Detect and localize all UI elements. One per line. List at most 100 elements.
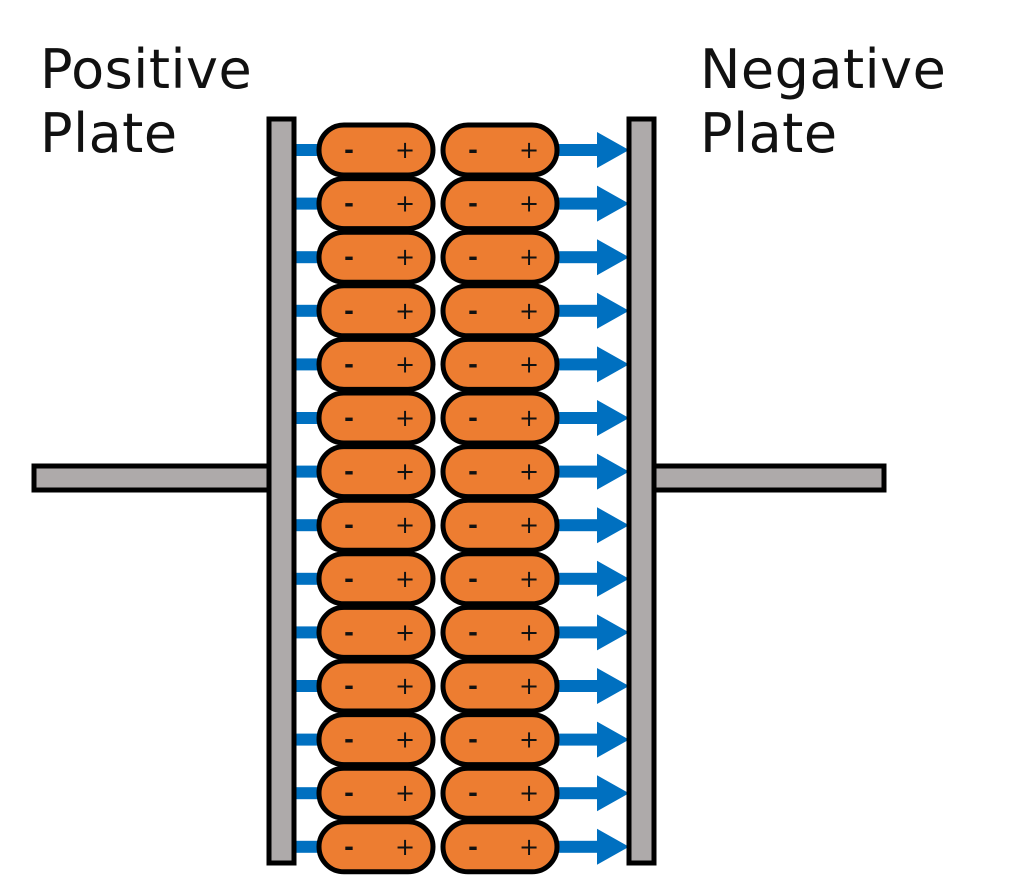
dipole: -+	[316, 444, 436, 500]
field-arrow-icon	[597, 560, 629, 597]
field-arrow-icon	[597, 132, 629, 168]
dipole-body	[316, 336, 436, 392]
field-arrow-shaft	[550, 680, 600, 692]
dipole-body	[316, 819, 436, 875]
field-arrow-shaft	[550, 519, 600, 532]
dipole: -+	[316, 551, 436, 607]
negative-sign: -	[344, 458, 354, 486]
field-arrow-shaft	[550, 144, 600, 156]
dipole: -+	[440, 765, 560, 821]
positive-sign: +	[395, 190, 415, 218]
dipole-body	[440, 444, 560, 500]
dipole: -+	[316, 176, 436, 232]
positive-sign: +	[395, 833, 415, 861]
dipole: -+	[316, 497, 436, 553]
positive-sign: +	[519, 458, 539, 486]
dipole: -+	[316, 122, 436, 178]
dipole: -+	[440, 336, 560, 392]
dipole-body	[440, 658, 560, 714]
field-arrow-shaft	[550, 572, 600, 585]
dipole: -+	[440, 283, 560, 339]
dipole: -+	[440, 390, 560, 446]
positive-sign: +	[395, 136, 415, 164]
field-arrow-shaft	[550, 358, 600, 371]
field-line-left	[294, 465, 324, 478]
negative-plate-label-line1: Negative	[700, 38, 947, 101]
dipole-body	[440, 604, 560, 660]
field-arrow-shaft	[550, 197, 600, 210]
negative-sign: -	[468, 833, 478, 861]
negative-sign: -	[468, 243, 478, 271]
dipole: -+	[440, 819, 560, 875]
positive-sign: +	[519, 833, 539, 861]
positive-sign: +	[395, 618, 415, 646]
field-line-left	[294, 840, 324, 853]
dipole-body	[440, 122, 560, 178]
positive-plate-label-line2: Plate	[40, 102, 178, 165]
field-line-left	[294, 519, 324, 532]
field-arrow-shaft	[550, 465, 600, 478]
dipole-body	[316, 390, 436, 446]
dipole-body	[316, 229, 436, 285]
dipole-body	[316, 497, 436, 553]
negative-sign: -	[344, 565, 354, 593]
dipole: -+	[316, 712, 436, 768]
field-arrow-shaft	[550, 733, 600, 746]
negative-plate	[626, 116, 657, 866]
negative-sign: -	[468, 190, 478, 218]
dipole: -+	[440, 604, 560, 660]
dipole-body	[316, 122, 436, 178]
left-lead-wire	[31, 463, 273, 493]
dipole: -+	[316, 765, 436, 821]
dipole: -+	[316, 604, 436, 660]
dipole-body	[316, 604, 436, 660]
right-lead-wire	[649, 463, 887, 493]
field-arrow-icon	[597, 239, 629, 276]
positive-sign: +	[519, 511, 539, 539]
negative-plate-label-line2: Plate	[700, 102, 838, 165]
negative-sign: -	[468, 726, 478, 754]
field-arrow-icon	[597, 828, 629, 865]
field-line-left	[294, 304, 324, 317]
dipole-body	[316, 283, 436, 339]
dipole: -+	[440, 497, 560, 553]
positive-sign: +	[395, 726, 415, 754]
positive-sign: +	[395, 297, 415, 325]
negative-sign: -	[344, 726, 354, 754]
dipole-body	[440, 336, 560, 392]
dipole: -+	[440, 229, 560, 285]
positive-sign: +	[519, 779, 539, 807]
positive-sign: +	[395, 672, 415, 700]
positive-sign: +	[519, 726, 539, 754]
negative-sign: -	[468, 779, 478, 807]
dipole: -+	[316, 283, 436, 339]
negative-sign: -	[344, 779, 354, 807]
dipole: -+	[316, 229, 436, 285]
field-arrow-icon	[597, 292, 629, 329]
dipole-body	[440, 283, 560, 339]
dipole-body	[440, 497, 560, 553]
field-arrow-icon	[597, 614, 629, 651]
negative-sign: -	[344, 404, 354, 432]
field-arrow-icon	[597, 185, 629, 222]
dipole-body	[440, 819, 560, 875]
negative-sign: -	[344, 618, 354, 646]
dipole-body	[316, 176, 436, 232]
dipole: -+	[316, 336, 436, 392]
positive-plate	[266, 116, 297, 866]
positive-sign: +	[519, 136, 539, 164]
positive-sign: +	[519, 350, 539, 378]
dipole-body	[440, 712, 560, 768]
field-line-left	[294, 144, 324, 156]
negative-sign: -	[468, 136, 478, 164]
negative-sign: -	[344, 190, 354, 218]
negative-sign: -	[468, 350, 478, 378]
dipole: -+	[440, 444, 560, 500]
positive-sign: +	[395, 779, 415, 807]
dipole: -+	[316, 658, 436, 714]
field-arrows	[294, 132, 629, 865]
field-line-left	[294, 197, 324, 210]
field-line-left	[294, 412, 324, 424]
negative-sign: -	[344, 511, 354, 539]
